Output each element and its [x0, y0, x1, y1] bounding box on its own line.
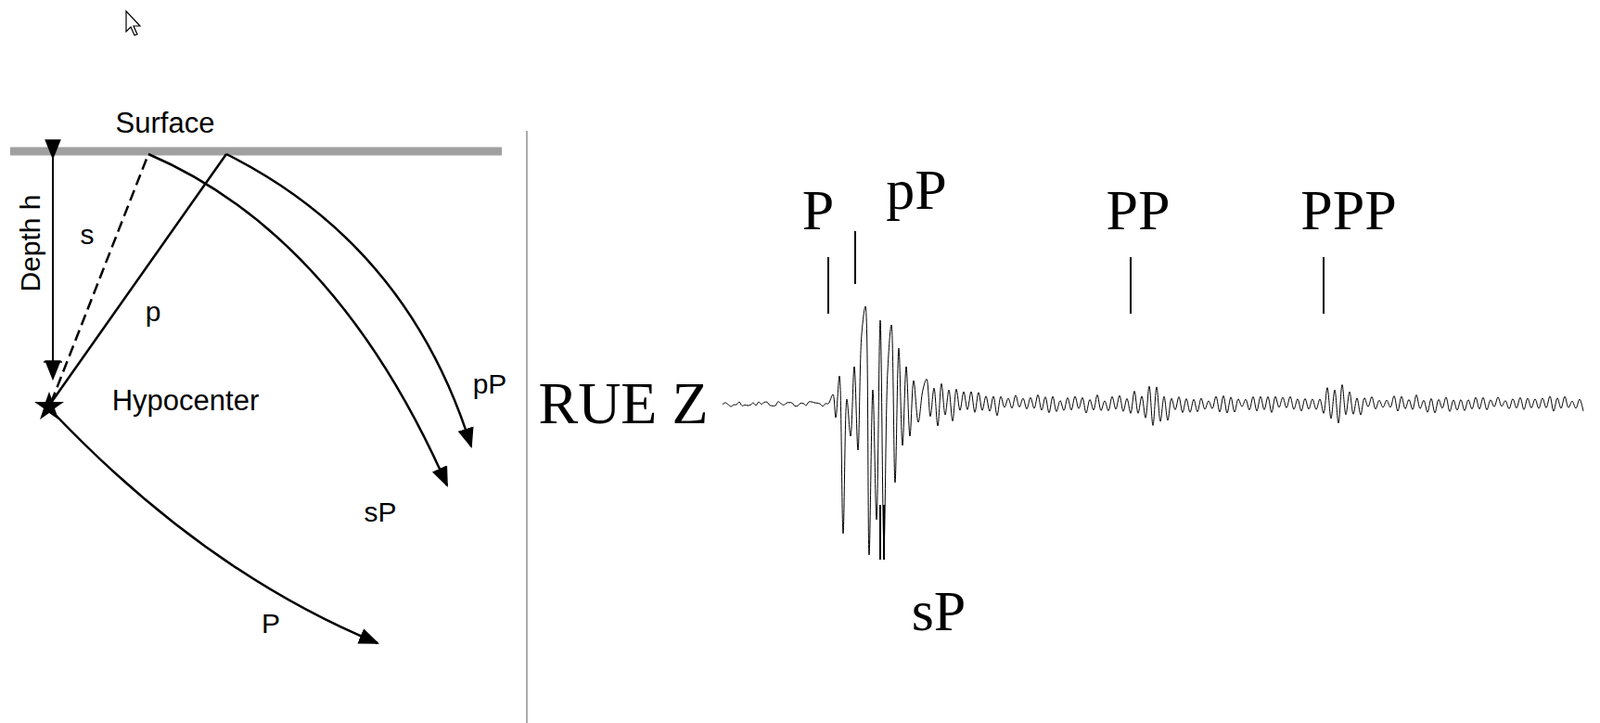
ray-label: s — [80, 220, 95, 249]
seismogram-line — [722, 306, 1584, 555]
P-ray — [51, 409, 378, 643]
sP-ray — [148, 153, 448, 486]
depth-tick — [43, 360, 63, 363]
ray-label: p — [145, 297, 162, 326]
s-ray — [51, 153, 149, 403]
depth-label: Depth h — [16, 193, 45, 292]
surface-label: Surface — [115, 108, 216, 138]
p-ray — [51, 153, 227, 403]
station-label: RUE Z — [537, 373, 708, 434]
seismogram-trace — [722, 306, 1584, 555]
ray-label: pP — [473, 370, 508, 398]
phase-ticks — [828, 230, 1324, 560]
phase-label: PPP — [1300, 180, 1396, 239]
surface-line — [10, 147, 502, 156]
depth-arrow — [51, 157, 54, 379]
hypocenter-star — [34, 391, 64, 420]
hypocenter-label: Hypocenter — [112, 385, 260, 415]
ray-label: sP — [363, 498, 397, 526]
mouse-cursor — [126, 11, 141, 36]
phase-label: PP — [1106, 180, 1171, 239]
phase-label: pP — [885, 160, 947, 218]
phase-label: sP — [911, 581, 967, 640]
ray-label: P — [261, 609, 281, 638]
panel-separator — [525, 130, 528, 723]
pP-ray — [226, 153, 472, 447]
phase-label: P — [802, 180, 834, 239]
